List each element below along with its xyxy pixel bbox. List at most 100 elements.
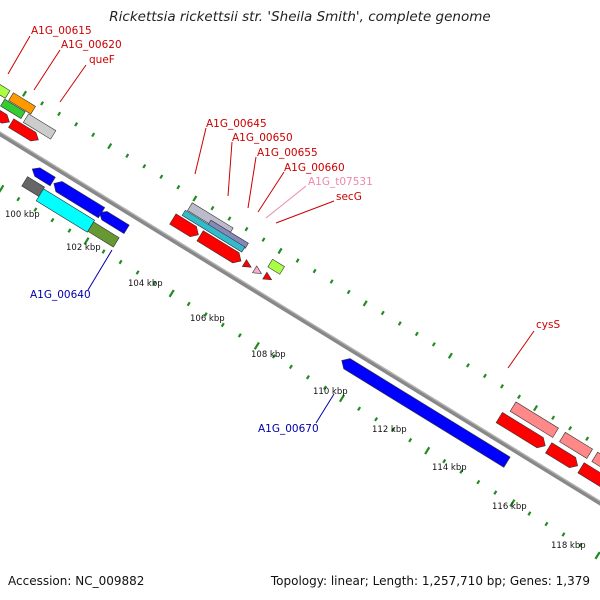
reverse-track-lower	[21, 167, 511, 468]
gene-arrow-a1g-00660	[241, 259, 252, 268]
tick-mark	[67, 228, 72, 233]
tick-mark	[91, 132, 96, 138]
tick-mark	[176, 184, 181, 190]
tick-mark	[362, 300, 368, 307]
gene-arrow-reverse	[31, 167, 56, 187]
gene-label: A1G_00645	[206, 118, 267, 130]
tick-mark	[459, 469, 464, 474]
tick-mark	[493, 490, 498, 495]
gene-segment	[591, 451, 600, 479]
tick-mark	[414, 331, 419, 337]
tick-mark	[295, 258, 300, 263]
map-title: Rickettsia rickettsii str. 'Sheila Smith…	[109, 9, 491, 25]
gene-segment	[559, 431, 593, 459]
scale-label: 102 kbp	[66, 243, 101, 253]
tick-mark	[50, 217, 55, 223]
gene-segment	[0, 81, 11, 99]
gene-label: cysS	[536, 319, 560, 331]
tick-mark	[568, 425, 573, 431]
tick-mark	[561, 532, 566, 537]
tick-mark	[517, 394, 522, 400]
tick-mark	[447, 352, 453, 359]
gene-label: A1G_00670	[258, 423, 319, 435]
tick-mark	[107, 143, 113, 150]
tick-mark	[594, 551, 600, 560]
tick-mark	[397, 321, 402, 326]
tick-mark	[391, 427, 396, 432]
tick-mark	[40, 101, 45, 106]
tick-mark	[533, 405, 539, 412]
tick-mark	[220, 322, 225, 328]
lower-tick-row	[0, 184, 600, 560]
scale-label: 100 kbp	[5, 210, 40, 220]
scale-label: 106 kbp	[190, 314, 225, 324]
tick-mark	[338, 394, 346, 403]
tick-mark	[323, 385, 327, 391]
tick-mark	[431, 342, 436, 347]
gene-label: A1G_00660	[284, 162, 345, 174]
gene-arrow-trna	[252, 265, 263, 274]
tick-mark	[74, 122, 79, 127]
gene-label: A1G_00650	[232, 132, 293, 144]
tick-mark	[125, 153, 130, 159]
upper-tick-row	[22, 90, 590, 442]
tick-mark	[192, 195, 198, 202]
gene-arrow-forward	[169, 213, 199, 238]
scale-label: 116 kbp	[492, 502, 527, 512]
tick-mark	[408, 437, 413, 443]
gene-segment-quef	[22, 113, 57, 140]
tick-mark	[33, 207, 38, 212]
gene-arrow-forward	[577, 462, 600, 487]
tick-mark	[237, 333, 242, 338]
tick-mark	[261, 237, 266, 242]
tick-mark	[357, 406, 362, 412]
tick-mark	[203, 312, 208, 317]
gene-arrow-forward	[0, 100, 10, 124]
gene-segment-a1g-00615	[8, 92, 36, 115]
tick-mark	[253, 341, 260, 350]
tick-mark	[83, 237, 90, 246]
tick-mark	[168, 289, 175, 298]
topology-text: Topology: linear; Length: 1,257,710 bp; …	[270, 574, 590, 588]
tick-mark	[578, 542, 583, 548]
gene-arrow-reverse	[98, 211, 130, 235]
tick-mark	[527, 511, 532, 516]
gene-segment-a1g-00655	[181, 209, 246, 253]
gene-label: A1G_00620	[61, 39, 122, 51]
tick-mark	[288, 364, 293, 370]
scale-label: 110 kbp	[313, 387, 348, 397]
gene-label: secG	[336, 191, 362, 203]
tick-mark	[346, 289, 351, 295]
tick-mark	[424, 446, 431, 455]
tick-mark	[186, 301, 191, 307]
tick-mark	[442, 458, 447, 464]
tick-mark	[305, 375, 310, 380]
tick-mark	[465, 363, 470, 368]
gene-segment-cyss	[509, 401, 559, 438]
tick-mark	[244, 226, 249, 232]
tick-mark	[551, 415, 556, 421]
gene-label: A1G_00640	[30, 289, 91, 301]
gene-arrow-forward	[8, 118, 39, 142]
tick-mark	[0, 184, 5, 193]
tick-mark	[476, 479, 481, 485]
scale-labels: 100 kbp 102 kbp 104 kbp 106 kbp 108 kbp …	[5, 210, 586, 551]
tick-mark	[585, 436, 590, 442]
tick-mark	[329, 279, 334, 284]
scale-label: 104 kbp	[128, 279, 163, 289]
gene-label: queF	[89, 54, 115, 66]
tick-mark	[380, 310, 385, 316]
tick-mark	[210, 205, 215, 211]
gene-arrow-a1g-00670	[341, 358, 511, 468]
tick-mark	[544, 521, 549, 527]
tick-mark	[159, 174, 164, 180]
tick-mark	[152, 280, 157, 286]
gene-arrow-reverse	[53, 181, 106, 219]
scale-label: 108 kbp	[251, 350, 286, 360]
tick-mark	[509, 499, 516, 508]
tick-mark	[16, 196, 21, 202]
tick-mark	[227, 216, 232, 221]
gene-arrow-forward	[545, 442, 578, 469]
gene-arrow-secg	[262, 271, 273, 281]
